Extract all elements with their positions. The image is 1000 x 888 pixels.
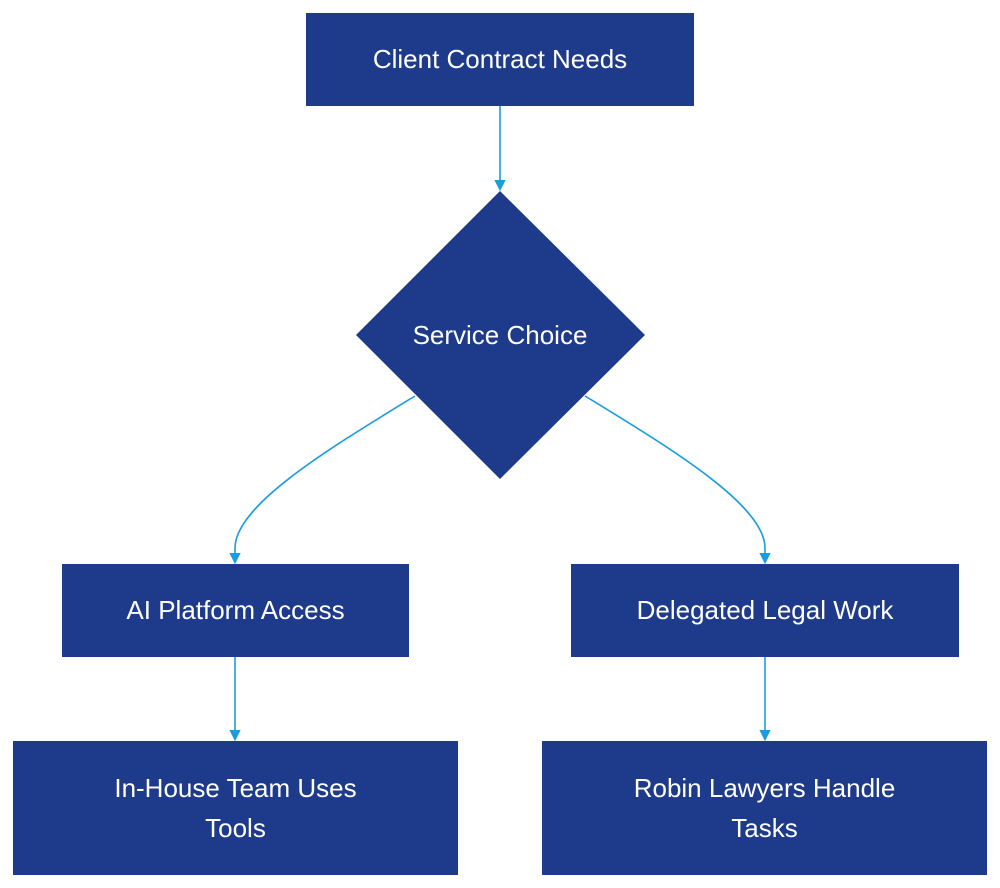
node-label: Client Contract Needs — [372, 44, 628, 75]
node-label: AI Platform Access — [126, 595, 345, 626]
node-label: In-House Team Uses Tools — [114, 772, 357, 843]
node-delegated-legal-work: Delegated Legal Work — [571, 564, 959, 657]
node-robin-lawyers: Robin Lawyers Handle Tasks — [542, 741, 987, 875]
node-ai-platform-access: AI Platform Access — [62, 564, 409, 657]
node-in-house-team: In-House Team Uses Tools — [13, 741, 458, 875]
node-label: Robin Lawyers Handle Tasks — [633, 772, 896, 843]
edge-choice-to-ai — [229, 395, 416, 565]
node-label: Service Choice — [412, 319, 588, 350]
service-choice-diamond — [356, 191, 645, 479]
node-client-contract-needs: Client Contract Needs — [306, 13, 694, 106]
edge-choice-to-delegated — [584, 395, 771, 565]
node-label: Delegated Legal Work — [636, 595, 894, 626]
node-service-choice: Service Choice — [356, 305, 644, 365]
